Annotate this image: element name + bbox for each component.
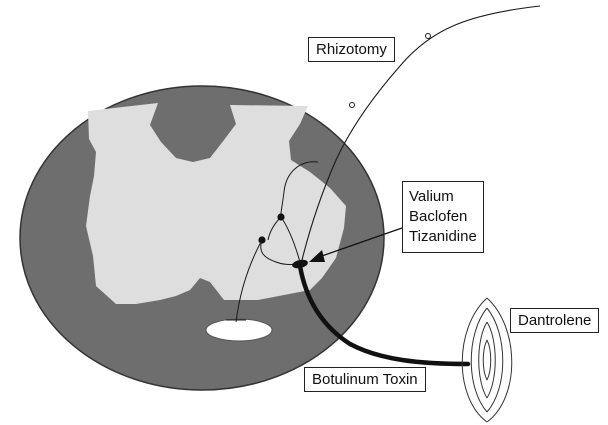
drug-baclofen: Baclofen (409, 207, 477, 227)
drug-tizanidine: Tizanidine (409, 227, 477, 247)
central-canal (206, 319, 272, 341)
drug-valium: Valium (409, 187, 477, 207)
botulinum-toxin-label: Botulinum Toxin (304, 367, 426, 392)
dantrolene-label: Dantrolene (510, 308, 599, 333)
oral-drugs-label: Valium Baclofen Tizanidine (402, 181, 484, 253)
root-node-lower (350, 103, 355, 108)
muscle-icon (462, 298, 512, 422)
root-node-upper (426, 34, 431, 39)
rhizotomy-label: Rhizotomy (308, 37, 395, 62)
